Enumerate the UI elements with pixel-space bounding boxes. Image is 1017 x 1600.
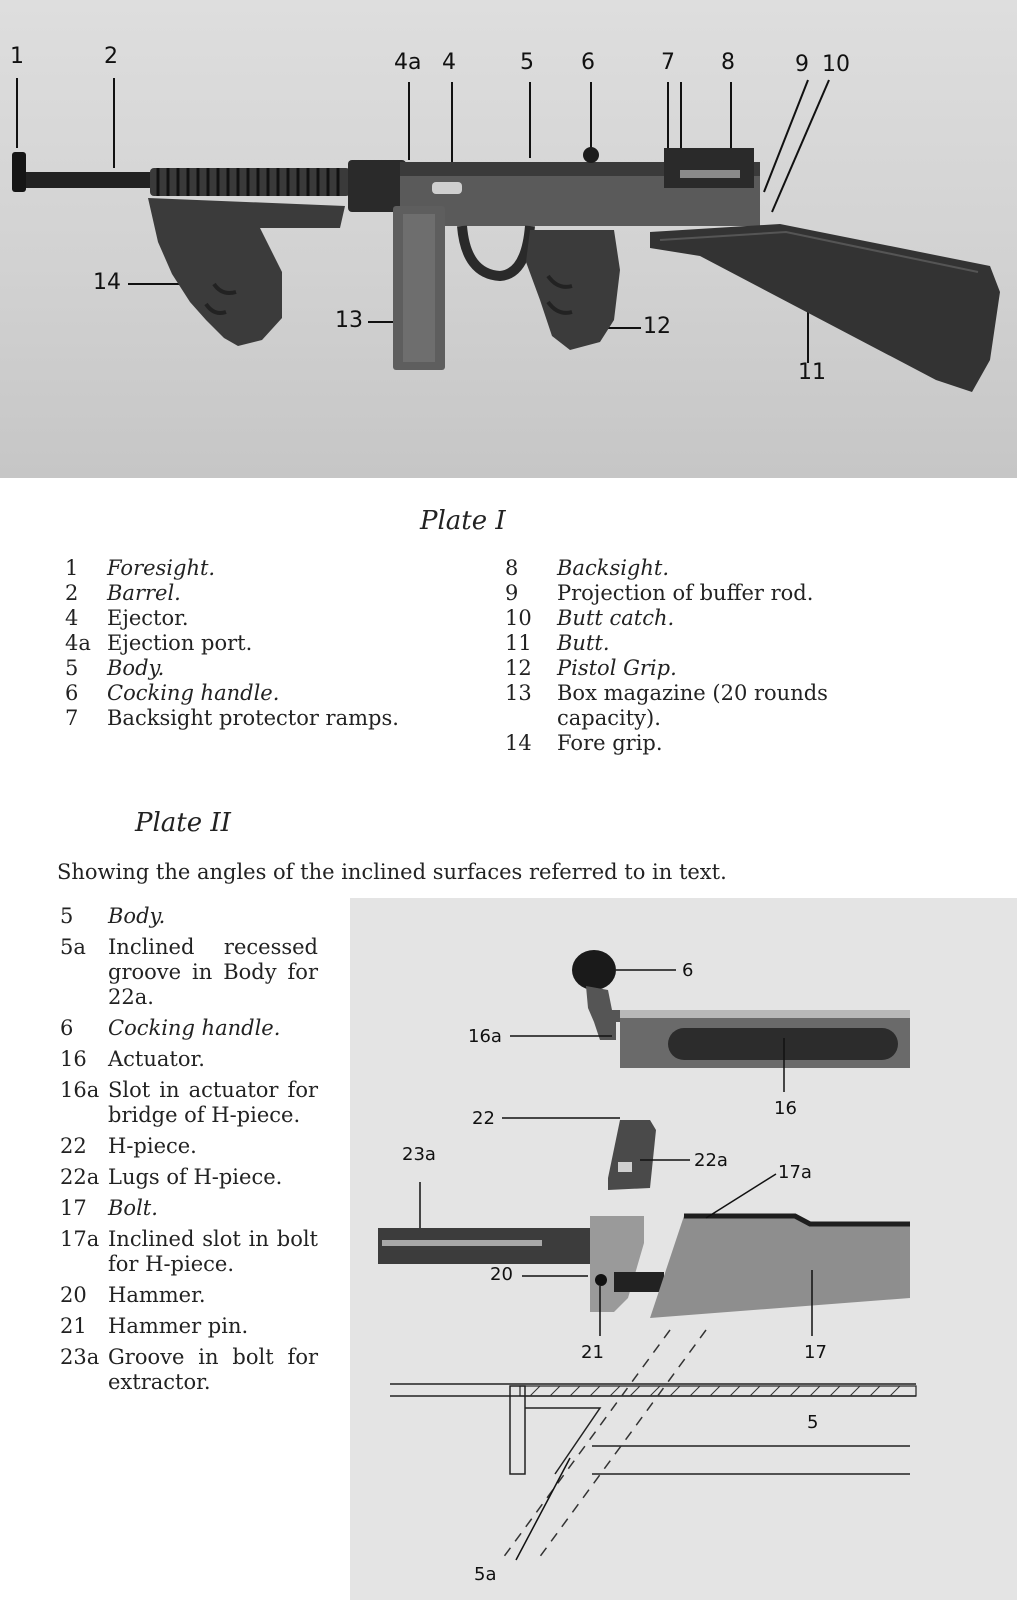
plate-2-intro: Showing the angles of the inclined surfa… — [57, 860, 727, 884]
callout-6: 6 — [581, 50, 595, 75]
callout-11: 11 — [798, 360, 826, 385]
diagram-label-22: 22 — [472, 1108, 495, 1129]
diagram-label-5a: 5a — [474, 1564, 497, 1585]
diagram-label-21: 21 — [581, 1342, 604, 1363]
callout-12: 12 — [643, 314, 671, 339]
callout-4a: 4a — [394, 50, 422, 75]
bolt-mechanism-drawing — [378, 950, 917, 1563]
callout-13: 13 — [335, 308, 363, 333]
diagram-label-23a: 23a — [402, 1144, 436, 1165]
callout-5: 5 — [520, 50, 534, 75]
diagram-label-16: 16 — [774, 1098, 797, 1119]
diagram-label-20: 20 — [490, 1264, 513, 1285]
callout-14: 14 — [93, 270, 121, 295]
diagram-label-6: 6 — [682, 960, 694, 981]
callout-4: 4 — [442, 50, 456, 75]
diagram-label-22a: 22a — [694, 1150, 728, 1171]
callout-9: 9 — [795, 52, 809, 77]
callout-10: 10 — [822, 52, 850, 77]
submachine-gun-illustration — [12, 78, 1000, 392]
callout-7: 7 — [661, 50, 675, 75]
diagram-label-17a: 17a — [778, 1162, 812, 1183]
diagram-label-17: 17 — [804, 1342, 827, 1363]
plate-1-title: Plate I — [420, 506, 506, 536]
plate-2-diagram: 6 16a 16 22 22a 23a 17a 20 21 17 5 5a — [350, 898, 1017, 1600]
diagram-label-5: 5 — [807, 1412, 819, 1433]
plate-2-title: Plate II — [135, 808, 231, 838]
diagram-label-16a: 16a — [468, 1026, 502, 1047]
plate-1-photo: 1 2 4a 4 5 6 7 8 9 10 14 13 12 11 — [0, 0, 1017, 478]
callout-8: 8 — [721, 50, 735, 75]
callout-2: 2 — [104, 44, 118, 69]
callout-1: 1 — [10, 44, 24, 69]
